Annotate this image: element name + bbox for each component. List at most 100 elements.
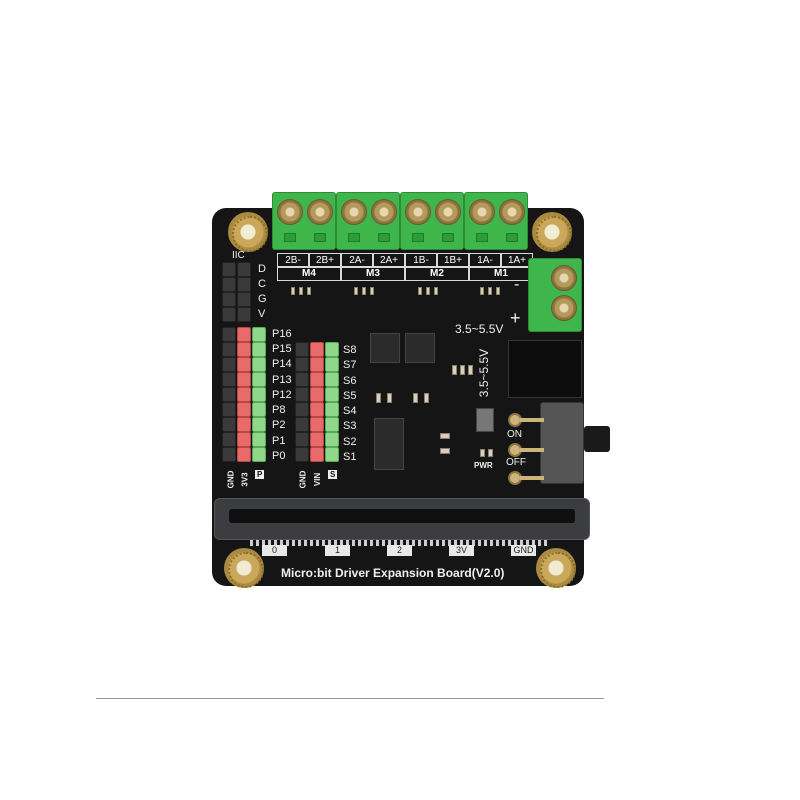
- screw-icon: [307, 199, 333, 225]
- header-pin: [295, 432, 309, 447]
- wire-slot: [314, 233, 326, 242]
- motor-driver-chip-1: [370, 333, 400, 363]
- iic-pin-label: G: [258, 293, 267, 305]
- header-pin: [310, 447, 324, 462]
- header-pin: [252, 342, 266, 357]
- header-pin: [252, 417, 266, 432]
- mounting-hole-bottom-left: [224, 548, 264, 588]
- microbit-edge-connector[interactable]: [214, 498, 590, 540]
- header-pin: [295, 402, 309, 417]
- motor-pin-label: 2A-: [341, 253, 373, 268]
- smd-component: [434, 287, 438, 295]
- smd-component: [299, 287, 303, 295]
- motor-label-m2: M2: [405, 266, 469, 281]
- screw-icon: [341, 199, 367, 225]
- header-pin: [252, 327, 266, 342]
- power-switch-knob[interactable]: [584, 426, 610, 452]
- s-footer-s: S: [328, 470, 338, 479]
- switch-leg: [520, 418, 544, 422]
- header-pin: [237, 417, 251, 432]
- wire-slot: [284, 233, 296, 242]
- header-pin: [310, 357, 324, 372]
- header-pin: [222, 387, 236, 402]
- edge-label-gnd: GND: [511, 545, 536, 556]
- mounting-hole-bottom-right: [536, 548, 576, 588]
- header-pin: [310, 432, 324, 447]
- mounting-hole-top-left: [228, 212, 268, 252]
- p-pin-label: P2: [272, 419, 286, 431]
- header-pin: [222, 327, 236, 342]
- smd-component: [480, 287, 484, 295]
- terminal-block-m4: [272, 192, 336, 250]
- edge-label-1: 1: [325, 545, 350, 556]
- header-pin: [295, 372, 309, 387]
- p-header-gnd-col: [222, 327, 236, 462]
- smd-component: [376, 393, 381, 403]
- header-pin: [237, 342, 251, 357]
- header-pin: [252, 372, 266, 387]
- smd-component: [362, 287, 366, 295]
- p-pin-label: P16: [272, 328, 292, 340]
- header-pin: [222, 372, 236, 387]
- smd-component: [440, 448, 450, 454]
- s-pin-label: S7: [343, 359, 357, 371]
- header-pin: [222, 307, 236, 322]
- switch-leg: [520, 476, 544, 480]
- p-pin-label: P1: [272, 435, 286, 447]
- header-pin: [252, 387, 266, 402]
- header-pin: [222, 262, 236, 277]
- header-pin: [222, 417, 236, 432]
- header-pin: [222, 432, 236, 447]
- smd-component: [307, 287, 311, 295]
- motor-label-m3: M3: [341, 266, 405, 281]
- motor-pin-label: 2B-: [277, 253, 309, 268]
- iic-pin-label: D: [258, 263, 266, 275]
- header-pin: [325, 372, 339, 387]
- p-pin-label: P0: [272, 450, 286, 462]
- switch-off-label: OFF: [506, 457, 526, 468]
- wire-slot: [506, 233, 518, 242]
- header-pin: [237, 262, 251, 277]
- p-header-signal-col: [252, 327, 266, 462]
- terminal-block-m3: [336, 192, 400, 250]
- header-pin: [310, 342, 324, 357]
- s-pin-label: S8: [343, 344, 357, 356]
- power-switch[interactable]: [540, 402, 584, 484]
- screw-icon: [435, 199, 461, 225]
- terminal-block-m1: [464, 192, 528, 250]
- p-pin-label: P12: [272, 389, 292, 401]
- smd-component: [496, 287, 500, 295]
- p-pin-label: P13: [272, 374, 292, 386]
- header-pin: [222, 277, 236, 292]
- smd-component: [488, 449, 493, 457]
- p-pin-label: P8: [272, 404, 286, 416]
- wire-slot: [442, 233, 454, 242]
- regulator-chip: [476, 408, 494, 432]
- wire-slot: [412, 233, 424, 242]
- motor-label-m4: M4: [277, 266, 341, 281]
- iic-header-col-1: [222, 262, 236, 322]
- header-pin: [237, 307, 251, 322]
- dc-jack-voltage-label: 3.5~5.5V: [477, 348, 492, 398]
- header-pin: [252, 357, 266, 372]
- screw-icon: [551, 295, 577, 321]
- header-pin: [325, 417, 339, 432]
- smd-component: [426, 287, 430, 295]
- iic-pin-label: C: [258, 278, 266, 290]
- motor-pin-label: 1B+: [437, 253, 469, 268]
- header-pin: [295, 357, 309, 372]
- pwm-controller-chip: [374, 418, 404, 470]
- motor-pin-labels: 2B- 2B+ 2A- 2A+ 1B- 1B+ 1A- 1A+: [277, 253, 533, 268]
- iic-header-title: IIC: [232, 250, 245, 261]
- header-pin: [237, 432, 251, 447]
- smd-component: [468, 365, 473, 375]
- smd-component: [354, 287, 358, 295]
- header-pin: [310, 417, 324, 432]
- header-pin: [310, 387, 324, 402]
- s-pin-label: S4: [343, 405, 357, 417]
- header-pin: [222, 447, 236, 462]
- header-pin: [295, 447, 309, 462]
- screw-icon: [277, 199, 303, 225]
- motor-labels: M4 M3 M2 M1: [277, 266, 533, 281]
- motor-pin-label: 2A+: [373, 253, 405, 268]
